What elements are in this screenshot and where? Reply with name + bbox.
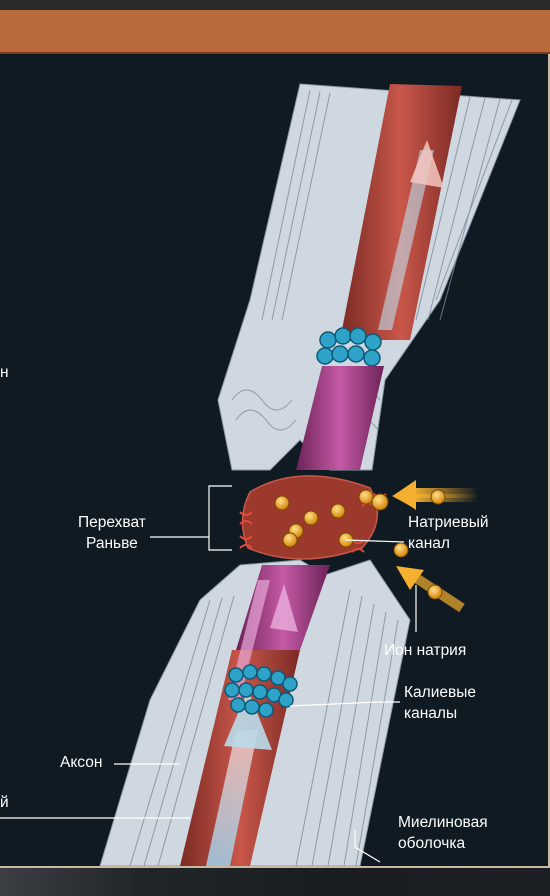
diagram-panel: Перехват Раньве Натриевый канал Ион натр…	[0, 54, 550, 868]
neuron-node-diagram	[0, 54, 548, 866]
sodium-ion-label: Ион натрия	[384, 640, 466, 661]
sodium-channel-label: Натриевый канал	[408, 512, 489, 554]
header-top-strip	[0, 0, 550, 10]
node-of-ranvier-label: Перехват Раньве	[78, 512, 146, 554]
potassium-channels-label: Калиевые каналы	[404, 682, 476, 724]
myelin-sheath-label: Миелиновая оболочка	[398, 812, 488, 854]
left-edge-label-fragment: й	[0, 792, 9, 813]
footer-band	[0, 868, 550, 896]
axon-label: Аксон	[60, 752, 102, 773]
left-mid-label-fragment: н	[0, 362, 9, 383]
